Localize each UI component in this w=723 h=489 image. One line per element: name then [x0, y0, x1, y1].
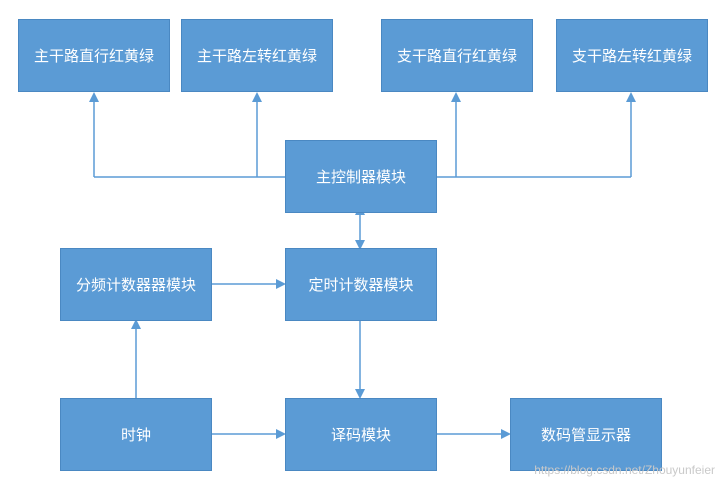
- node-main-controller: 主控制器模块: [285, 140, 437, 213]
- node-decoder-label: 译码模块: [330, 426, 391, 444]
- node-main-left-lights: 主干路左转红黄绿: [181, 19, 333, 92]
- node-branch-left-label: 支干路左转红黄绿: [571, 47, 692, 65]
- node-display: 数码管显示器: [510, 398, 662, 471]
- node-main-left-label: 主干路左转红黄绿: [196, 47, 317, 65]
- node-display-label: 数码管显示器: [540, 426, 631, 444]
- node-main-straight-lights: 主干路直行红黄绿: [18, 19, 170, 92]
- node-decoder: 译码模块: [285, 398, 437, 471]
- node-clock-label: 时钟: [120, 426, 151, 444]
- node-main-controller-label: 主控制器模块: [315, 168, 406, 186]
- node-branch-left-lights: 支干路左转红黄绿: [556, 19, 708, 92]
- node-branch-straight-lights: 支干路直行红黄绿: [381, 19, 533, 92]
- node-clock: 时钟: [60, 398, 212, 471]
- node-timer-counter: 定时计数器模块: [285, 248, 437, 321]
- node-frequency-divider: 分频计数器器模块: [60, 248, 212, 321]
- node-frequency-divider-label: 分频计数器器模块: [75, 276, 196, 294]
- node-branch-straight-label: 支干路直行红黄绿: [396, 47, 517, 65]
- node-main-straight-label: 主干路直行红黄绿: [33, 47, 154, 65]
- node-timer-counter-label: 定时计数器模块: [308, 276, 414, 294]
- watermark-text: https://blog.csdn.net/Zhouyunfeier: [534, 463, 715, 477]
